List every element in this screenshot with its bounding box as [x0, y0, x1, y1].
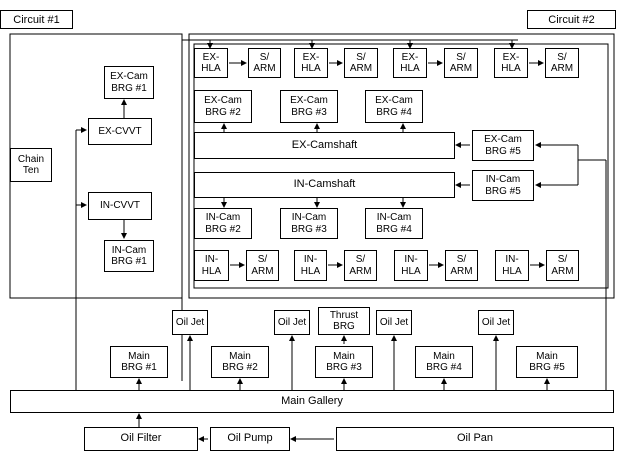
s-arm-box: S/ ARM [344, 48, 378, 78]
ex-cam-brg-5-box: EX-Cam BRG #5 [472, 130, 534, 161]
oil-filter-box: Oil Filter [84, 427, 198, 451]
ex-cam-brg-1-box: EX-Cam BRG #1 [104, 66, 154, 99]
in-hla-box: IN- HLA [294, 250, 327, 281]
thrust-brg-box: Thrust BRG [318, 307, 370, 335]
in-hla-box: IN- HLA [194, 250, 229, 281]
circuit-2-frame [188, 33, 615, 299]
in-cvvt-box: IN-CVVT [88, 192, 152, 220]
ex-camshaft-box: EX-Camshaft [194, 132, 455, 159]
ex-hla-box: EX- HLA [494, 48, 528, 78]
oil-pan-box: Oil Pan [336, 427, 614, 451]
in-cam-brg-1-box: IN-Cam BRG #1 [104, 240, 154, 272]
oil-jet-box: Oil Jet [274, 310, 310, 335]
main-brg-5-box: Main BRG #5 [516, 346, 578, 378]
in-cam-brg-2-box: IN-Cam BRG #2 [194, 208, 252, 239]
ex-hla-box: EX- HLA [294, 48, 328, 78]
in-cam-brg-3-box: IN-Cam BRG #3 [280, 208, 338, 239]
in-camshaft-box: IN-Camshaft [194, 172, 455, 198]
main-brg-2-box: Main BRG #2 [211, 346, 269, 378]
cam-area-frame [193, 43, 609, 289]
s-arm-box: S/ ARM [545, 48, 579, 78]
main-brg-4-box: Main BRG #4 [415, 346, 473, 378]
in-hla-box: IN- HLA [495, 250, 529, 281]
in-cam-brg-5-box: IN-Cam BRG #5 [472, 170, 534, 201]
s-arm-box: S/ ARM [248, 48, 281, 78]
ex-cam-brg-3-box: EX-Cam BRG #3 [280, 90, 338, 123]
chain-tensioner-box: Chain Ten [10, 148, 52, 182]
ex-hla-box: EX- HLA [194, 48, 228, 78]
ex-cam-brg-4-box: EX-Cam BRG #4 [365, 90, 423, 123]
in-cam-brg-4-box: IN-Cam BRG #4 [365, 208, 423, 239]
s-arm-box: S/ ARM [546, 250, 579, 281]
oil-jet-box: Oil Jet [478, 310, 514, 335]
circuit-1-label: Circuit #1 [0, 10, 73, 29]
oil-jet-box: Oil Jet [172, 310, 208, 335]
main-brg-3-box: Main BRG #3 [315, 346, 373, 378]
s-arm-box: S/ ARM [246, 250, 279, 281]
ex-cam-brg-2-box: EX-Cam BRG #2 [194, 90, 252, 123]
in-hla-box: IN- HLA [394, 250, 428, 281]
main-gallery-box: Main Gallery [10, 390, 614, 413]
ex-cvvt-box: EX-CVVT [88, 118, 152, 145]
oil-jet-box: Oil Jet [376, 310, 412, 335]
oil-pump-box: Oil Pump [210, 427, 290, 451]
s-arm-box: S/ ARM [344, 250, 377, 281]
s-arm-box: S/ ARM [444, 48, 478, 78]
main-brg-1-box: Main BRG #1 [110, 346, 168, 378]
s-arm-box: S/ ARM [445, 250, 478, 281]
ex-hla-box: EX- HLA [393, 48, 427, 78]
circuit-2-label: Circuit #2 [527, 10, 616, 29]
